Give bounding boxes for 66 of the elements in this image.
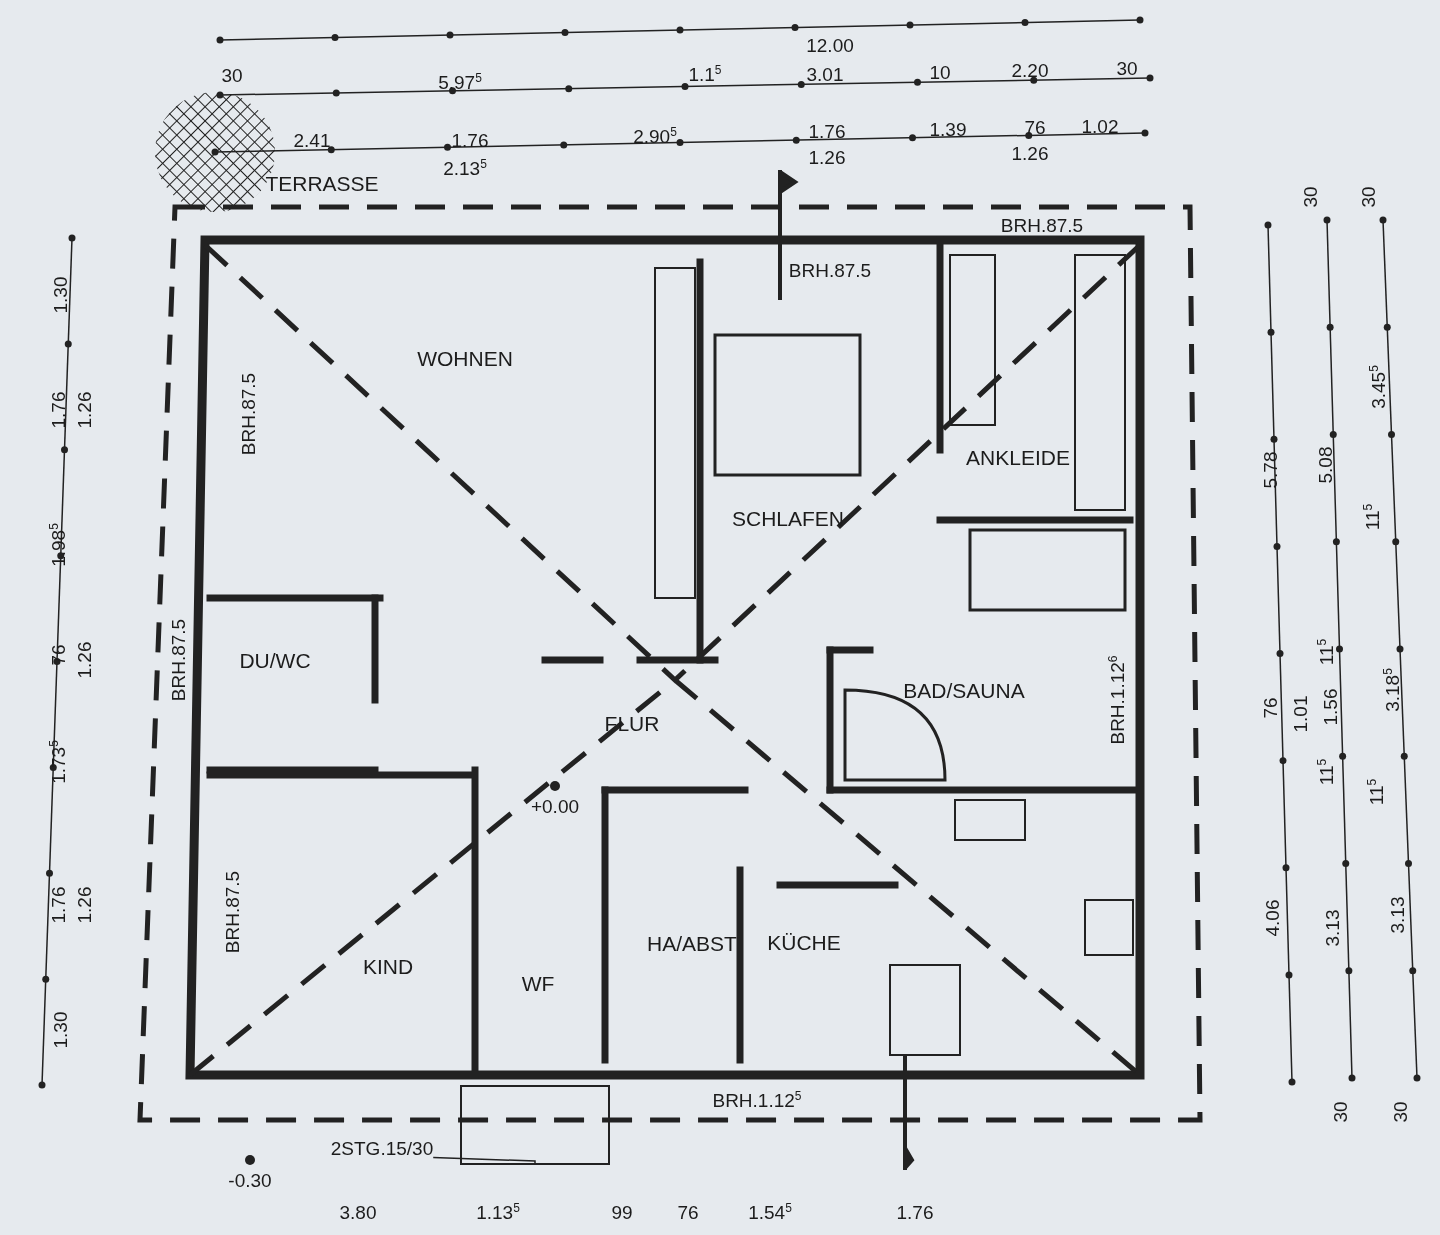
- dimension-value: 1.76: [451, 130, 489, 150]
- sill-height-note: BRH.87.5: [222, 870, 242, 954]
- dimension-value: 1.76: [48, 391, 68, 429]
- dimension-value: 1.1$^{5}$: [688, 64, 722, 84]
- dimension-value: 4.06: [1262, 899, 1282, 937]
- dimension-value: 2.20: [1011, 60, 1049, 80]
- dimension-value: 3.01: [806, 64, 844, 84]
- dimension-value: 1.54$^{5}$: [748, 1202, 792, 1222]
- stair-note: 2STG.15/30: [330, 1138, 434, 1158]
- dimension-value: 1.01: [1290, 695, 1310, 733]
- dimension-value: 1.26: [74, 641, 94, 679]
- room-label: SCHLAFEN: [732, 507, 844, 529]
- dimension-value: 2.41: [293, 130, 331, 150]
- entrance-stair: [460, 1085, 610, 1165]
- dimension-value: 5.78: [1260, 451, 1280, 489]
- dimension-value: 1.76: [48, 886, 68, 924]
- room-label: KÜCHE: [767, 931, 841, 953]
- room-label: FLUR: [604, 712, 660, 734]
- dimension-value: 5.08: [1315, 446, 1335, 484]
- sill-height-note: BRH.87.5: [168, 618, 188, 702]
- room-label: KIND: [362, 955, 414, 977]
- floor-level: +0.00: [530, 796, 580, 816]
- dimension-value: 76: [1260, 697, 1280, 719]
- sill-height-note: BRH.87.5: [788, 260, 872, 280]
- dimension-value: 12.00: [806, 35, 854, 55]
- dimension-value: 30: [221, 65, 243, 85]
- sill-height-note: BRH.87.5: [1000, 215, 1084, 235]
- dimension-value: 1.76: [808, 121, 846, 141]
- dimension-value: 1.02: [1081, 116, 1119, 136]
- dimension-value: 1.26: [74, 886, 94, 924]
- dimension-value: 1.26: [1011, 143, 1049, 163]
- dimension-value: 2.90$^{5}$: [633, 126, 677, 146]
- dimension-value: 1.26: [74, 391, 94, 429]
- dimension-value: 30: [1358, 186, 1378, 208]
- room-label: WOHNEN: [417, 347, 513, 369]
- dimension-value: 99: [611, 1202, 633, 1222]
- dimension-value: 10: [929, 62, 951, 82]
- dimension-value: 1.39: [929, 119, 967, 139]
- room-label: HA/ABST: [647, 932, 737, 954]
- dimension-value: 1.26: [808, 147, 846, 167]
- floor-level: -0.30: [228, 1170, 272, 1190]
- dimension-value: 2.13$^{5}$: [443, 158, 487, 178]
- dimension-value: 5.97$^{5}$: [438, 72, 482, 92]
- dimension-value: 76: [48, 644, 68, 666]
- room-label: ANKLEIDE: [966, 446, 1070, 468]
- dimension-value: 1.30: [50, 276, 70, 314]
- sill-height-note: BRH.87.5: [238, 372, 258, 456]
- dimension-value: 30: [1300, 186, 1320, 208]
- dimension-value: 1.13$^{5}$: [476, 1202, 520, 1222]
- dimension-value: 3.13: [1322, 909, 1342, 947]
- dimension-value: 1.56: [1320, 688, 1340, 726]
- room-label: DU/WC: [239, 649, 311, 671]
- dimension-value: 76: [1024, 117, 1046, 137]
- sill-height-note: BRH.1.12$^{5}$: [712, 1090, 802, 1110]
- dimension-value: 30: [1330, 1101, 1350, 1123]
- dimension-value: 3.13: [1387, 896, 1407, 934]
- dimension-value: 76: [677, 1202, 699, 1222]
- room-label: WF: [521, 972, 555, 994]
- room-label: BAD/SAUNA: [903, 679, 1025, 701]
- dimension-value: 3.80: [339, 1202, 377, 1222]
- leader-line: [432, 1156, 536, 1166]
- dimension-value: 30: [1116, 58, 1138, 78]
- dimension-value: 30: [1390, 1101, 1410, 1123]
- dimension-value: 1.76: [896, 1202, 934, 1222]
- dimension-value: 1.30: [50, 1011, 70, 1049]
- room-label: TERRASSE: [265, 172, 379, 194]
